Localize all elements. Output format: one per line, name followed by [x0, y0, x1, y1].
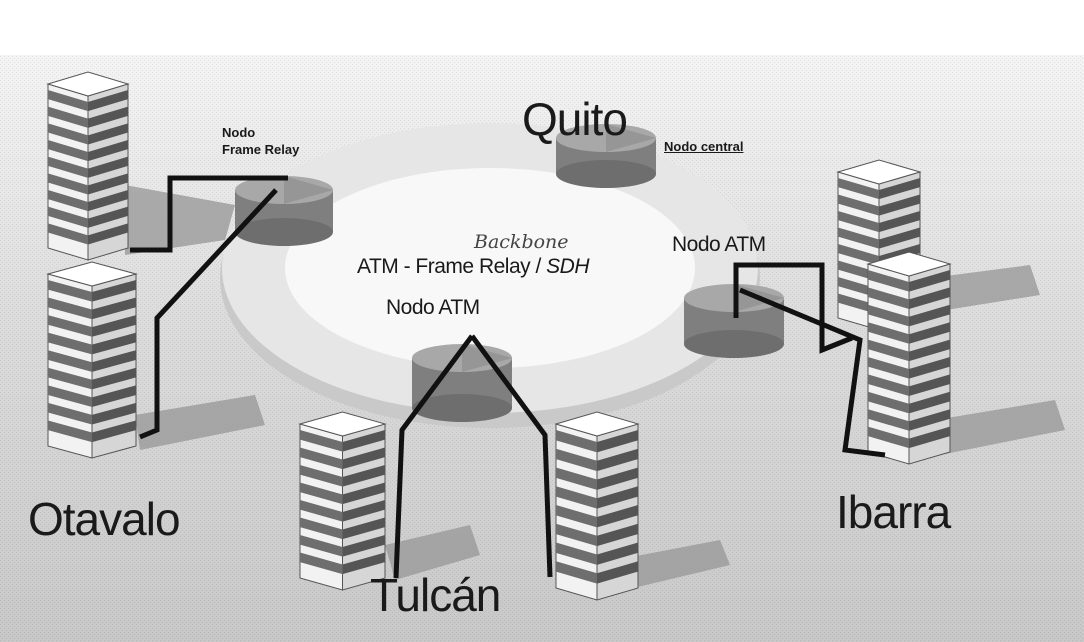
label-tulcan: Tulcán	[370, 568, 500, 622]
label-backbone: Backbone	[474, 231, 569, 253]
building-otavalo-front	[48, 262, 136, 458]
label-nodo-fr-line2: Frame Relay	[222, 142, 299, 157]
node-frame-relay-cylinder	[235, 176, 333, 246]
label-nodo-atm-center: Nodo ATM	[386, 296, 480, 320]
node-atm-center-cylinder	[412, 344, 512, 422]
label-backbone-desc: ATM - Frame Relay / SDH	[357, 255, 589, 279]
building-tulcan-left	[300, 412, 385, 590]
building-tulcan-right	[556, 412, 638, 600]
label-quito: Quito	[522, 92, 627, 146]
label-otavalo: Otavalo	[28, 492, 180, 546]
label-backbone-desc-sdh: SDH	[546, 255, 589, 278]
building-ibarra-front	[868, 252, 950, 464]
building-otavalo-back	[48, 72, 128, 260]
label-nodo-central: Nodo central	[664, 139, 743, 154]
label-ibarra: Ibarra	[836, 485, 950, 539]
label-backbone-desc-main: ATM - Frame Relay /	[357, 255, 546, 278]
label-nodo-atm-right: Nodo ATM	[672, 233, 766, 257]
label-nodo-fr-line1: Nodo	[222, 125, 255, 140]
